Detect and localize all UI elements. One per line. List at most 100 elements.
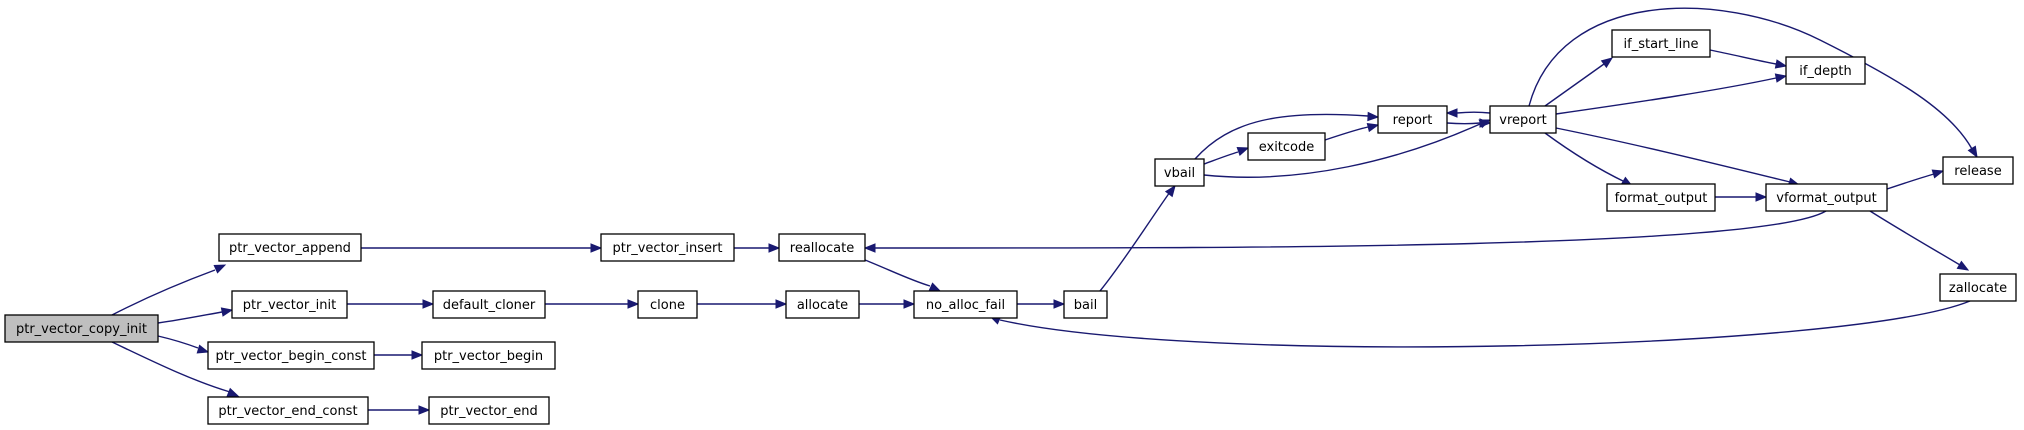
node-vformat-output[interactable]: vformat_output bbox=[1765, 183, 1888, 212]
edge-default-cloner-to-clone bbox=[545, 299, 640, 309]
node-label: no_alloc_fail bbox=[926, 298, 1005, 313]
node-if-depth[interactable]: if_depth bbox=[1785, 56, 1866, 85]
node-ptr-vector-insert[interactable]: ptr_vector_insert bbox=[600, 233, 735, 262]
node-label: vformat_output bbox=[1776, 191, 1876, 206]
edge-line bbox=[1446, 122, 1481, 125]
node-label: vbail bbox=[1164, 166, 1195, 181]
node-box[interactable] bbox=[4, 314, 159, 343]
edge-vreport-to-if-depth bbox=[1555, 73, 1788, 115]
arrow-head-icon bbox=[903, 299, 916, 309]
edge-vformat-output-to-reallocate bbox=[863, 210, 1827, 253]
node-bail[interactable]: bail bbox=[1063, 290, 1108, 319]
edges-layer bbox=[111, 7, 1978, 415]
node-reallocate[interactable]: reallocate bbox=[778, 233, 866, 262]
node-ptr-vector-end[interactable]: ptr_vector_end bbox=[428, 396, 550, 425]
arrow-head-icon bbox=[1967, 145, 1978, 159]
node-ptr-vector-begin[interactable]: ptr_vector_begin bbox=[421, 341, 556, 370]
edge-line bbox=[1555, 127, 1791, 183]
node-label: vreport bbox=[1499, 113, 1546, 128]
arrow-head-icon bbox=[768, 243, 781, 253]
edge-vreport-to-if-start-line bbox=[1544, 57, 1614, 107]
node-allocate[interactable]: allocate bbox=[785, 290, 860, 319]
node-box[interactable] bbox=[1489, 105, 1557, 134]
arrow-head-icon bbox=[411, 350, 424, 360]
node-box[interactable] bbox=[421, 341, 556, 370]
edge-allocate-to-no-alloc-fail bbox=[859, 299, 916, 309]
arrow-head-icon bbox=[213, 264, 227, 274]
node-ptr-vector-append[interactable]: ptr_vector_append bbox=[218, 233, 362, 262]
node-default-cloner[interactable]: default_cloner bbox=[432, 290, 546, 319]
node-box[interactable] bbox=[913, 290, 1018, 319]
node-box[interactable] bbox=[778, 233, 866, 262]
node-box[interactable] bbox=[207, 341, 375, 370]
node-no-alloc-fail[interactable]: no_alloc_fail bbox=[913, 290, 1018, 319]
node-box[interactable] bbox=[1765, 183, 1888, 212]
node-label: exitcode bbox=[1259, 140, 1315, 155]
node-label: reallocate bbox=[790, 241, 854, 256]
edge-ptr-vector-begin-const-to-ptr-vector-begin bbox=[374, 350, 424, 360]
edge-vformat-output-to-zallocate bbox=[1869, 210, 1970, 271]
node-if-start-line[interactable]: if_start_line bbox=[1611, 29, 1711, 58]
edge-reallocate-to-no-alloc-fail bbox=[864, 259, 942, 292]
node-box[interactable] bbox=[1939, 273, 2017, 302]
node-box[interactable] bbox=[785, 290, 860, 319]
arrow-head-icon bbox=[1236, 146, 1250, 156]
node-box[interactable] bbox=[218, 233, 362, 262]
node-label: ptr_vector_end bbox=[440, 404, 537, 419]
node-box[interactable] bbox=[428, 396, 550, 425]
node-box[interactable] bbox=[1154, 158, 1205, 187]
arrow-head-icon bbox=[1445, 108, 1458, 118]
node-vbail[interactable]: vbail bbox=[1154, 158, 1205, 187]
node-label: bail bbox=[1074, 298, 1097, 313]
arrow-head-icon bbox=[1774, 73, 1788, 83]
node-format-output[interactable]: format_output bbox=[1606, 183, 1716, 212]
edge-vreport-to-release bbox=[1528, 7, 1978, 159]
node-label: if_start_line bbox=[1624, 37, 1699, 52]
edge-vformat-output-to-release bbox=[1886, 169, 1945, 190]
node-box[interactable] bbox=[1377, 105, 1448, 134]
node-box[interactable] bbox=[1606, 183, 1716, 212]
edge-line bbox=[1203, 123, 1481, 178]
node-box[interactable] bbox=[432, 290, 546, 319]
edge-ptr-vector-copy-init-to-ptr-vector-end-const bbox=[111, 341, 240, 397]
arrow-head-icon bbox=[627, 299, 640, 309]
edge-line bbox=[1456, 111, 1491, 114]
node-box[interactable] bbox=[600, 233, 735, 262]
node-ptr-vector-end-const[interactable]: ptr_vector_end_const bbox=[207, 396, 369, 425]
node-label: release bbox=[1954, 164, 2001, 179]
node-exitcode[interactable]: exitcode bbox=[1247, 132, 1326, 161]
node-box[interactable] bbox=[637, 290, 698, 319]
node-box[interactable] bbox=[1247, 132, 1326, 161]
node-report[interactable]: report bbox=[1377, 105, 1448, 134]
edge-line bbox=[1886, 173, 1935, 190]
edge-vreport-to-vformat-output bbox=[1555, 127, 1801, 187]
arrow-head-icon bbox=[1600, 57, 1614, 69]
node-box[interactable] bbox=[1063, 290, 1108, 319]
edge-ptr-vector-copy-init-to-ptr-vector-begin-const bbox=[157, 335, 210, 354]
node-box[interactable] bbox=[1942, 156, 2014, 185]
node-label: ptr_vector_copy_init bbox=[16, 322, 147, 337]
node-box[interactable] bbox=[207, 396, 369, 425]
node-box[interactable] bbox=[1611, 29, 1711, 58]
arrow-head-icon bbox=[196, 344, 210, 354]
node-ptr-vector-begin-const[interactable]: ptr_vector_begin_const bbox=[207, 341, 375, 370]
edge-line bbox=[157, 311, 223, 324]
node-release[interactable]: release bbox=[1942, 156, 2014, 185]
edge-ptr-vector-append-to-ptr-vector-insert bbox=[361, 243, 603, 253]
node-clone[interactable]: clone bbox=[637, 290, 698, 319]
node-label: ptr_vector_init bbox=[243, 298, 337, 313]
node-box[interactable] bbox=[231, 290, 348, 319]
arrow-head-icon bbox=[1479, 118, 1492, 128]
arrow-head-icon bbox=[1956, 260, 1970, 271]
edge-line bbox=[1709, 49, 1777, 65]
node-label: ptr_vector_append bbox=[229, 241, 351, 256]
node-label: if_depth bbox=[1799, 64, 1852, 79]
node-ptr-vector-init[interactable]: ptr_vector_init bbox=[231, 290, 348, 319]
node-box[interactable] bbox=[1785, 56, 1866, 85]
node-ptr-vector-copy-init[interactable]: ptr_vector_copy_init bbox=[4, 314, 159, 343]
edge-ptr-vector-copy-init-to-ptr-vector-init bbox=[157, 307, 234, 324]
node-zallocate[interactable]: zallocate bbox=[1939, 273, 2017, 302]
edge-line bbox=[1324, 126, 1369, 141]
edge-line bbox=[1528, 7, 1973, 150]
node-vreport[interactable]: vreport bbox=[1489, 105, 1557, 134]
